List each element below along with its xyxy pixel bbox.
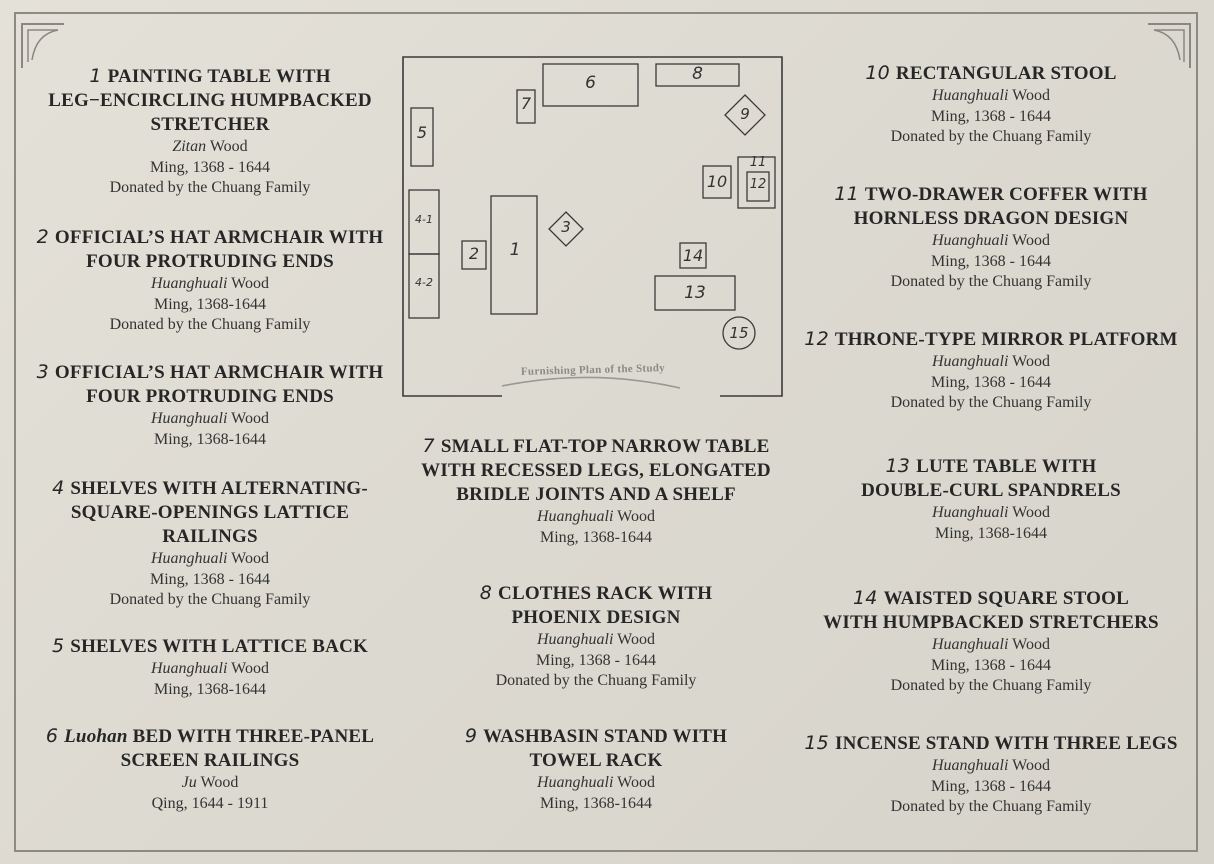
furnishing-plan-diagram: 1 2 3 4-1 4-2 5 6 7 8 9 10 11 12 13 14 1… <box>402 56 784 398</box>
plan-label-15: 15 <box>729 324 749 342</box>
plan-label-7: 7 <box>520 94 532 113</box>
entry-dynasty: Ming, 1368 - 1644 <box>931 252 1051 270</box>
entry-material: Zitan Wood <box>172 138 248 155</box>
entry-material: Huanghuali Wood <box>537 631 655 648</box>
entry-dynasty: Ming, 1368 - 1644 <box>931 777 1051 795</box>
entry-material: Huanghuali Wood <box>932 636 1050 653</box>
entry-donor: Donated by the Chuang Family <box>890 798 1092 815</box>
entry-donor: Donated by the Chuang Family <box>890 273 1092 290</box>
entry-material: Huanghuali Wood <box>932 232 1050 249</box>
plan-label-6: 6 <box>585 73 596 93</box>
plan-label-12: 12 <box>749 177 767 192</box>
entry-donor: Donated by the Chuang Family <box>109 591 311 608</box>
plan-label-10: 10 <box>706 172 728 191</box>
plan-label-14: 14 <box>682 246 704 265</box>
plan-label-3: 3 <box>561 218 571 236</box>
entry-dynasty: Qing, 1644 - 1911 <box>151 794 269 812</box>
entry-material: Huanghuali Wood <box>151 660 269 677</box>
entry-dynasty: Ming, 1368 - 1644 <box>536 651 656 669</box>
entry-material: Huanghuali Wood <box>537 774 655 791</box>
entry-donor: Donated by the Chuang Family <box>495 672 697 689</box>
entry-dynasty: Ming, 1368-1644 <box>154 295 266 313</box>
entry-material: Huanghuali Wood <box>537 508 655 525</box>
entry-material: Huanghuali Wood <box>151 410 269 427</box>
placard-border <box>14 12 1198 852</box>
entry-dynasty: Ming, 1368 - 1644 <box>931 656 1051 674</box>
entry-dynasty: Ming, 1368-1644 <box>540 528 652 546</box>
plan-label-8: 8 <box>692 64 703 84</box>
entry-dynasty: Ming, 1368 - 1644 <box>931 373 1051 391</box>
entry-material: Huanghuali Wood <box>932 87 1050 104</box>
corner-ornament-right-icon <box>1148 23 1191 68</box>
entry-material: Ju Wood <box>181 774 239 791</box>
entry-material: Huanghuali Wood <box>151 550 269 567</box>
entry-material: Huanghuali Wood <box>932 504 1050 521</box>
plan-label-1: 1 <box>509 240 521 260</box>
plan-label-13: 13 <box>684 283 706 303</box>
entry-material: Huanghuali Wood <box>151 275 269 292</box>
entry-dynasty: Ming, 1368 - 1644 <box>150 570 270 588</box>
entry-dynasty: Ming, 1368 - 1644 <box>931 107 1051 125</box>
entry-dynasty: Ming, 1368-1644 <box>154 430 266 448</box>
entry-donor: Donated by the Chuang Family <box>109 179 311 196</box>
plan-label-5: 5 <box>416 123 428 142</box>
plan-label-4-2: 4-2 <box>415 276 433 289</box>
corner-ornament-left-icon <box>21 23 64 68</box>
plan-drawing <box>402 56 783 397</box>
plan-label-4-1: 4-1 <box>415 213 433 226</box>
entry-dynasty: Ming, 1368-1644 <box>540 794 652 812</box>
entry-donor: Donated by the Chuang Family <box>890 677 1092 694</box>
entry-donor: Donated by the Chuang Family <box>109 316 311 333</box>
entry-dynasty: Ming, 1368-1644 <box>935 524 1047 542</box>
plan-label-2: 2 <box>468 244 480 263</box>
entry-material: Huanghuali Wood <box>932 353 1050 370</box>
plan-label-9: 9 <box>740 105 750 123</box>
entry-material: Huanghuali Wood <box>932 757 1050 774</box>
entry-donor: Donated by the Chuang Family <box>890 128 1092 145</box>
entry-donor: Donated by the Chuang Family <box>890 394 1092 411</box>
entry-dynasty: Ming, 1368-1644 <box>154 680 266 698</box>
entry-dynasty: Ming, 1368 - 1644 <box>150 158 270 176</box>
plan-label-11: 11 <box>749 155 767 170</box>
